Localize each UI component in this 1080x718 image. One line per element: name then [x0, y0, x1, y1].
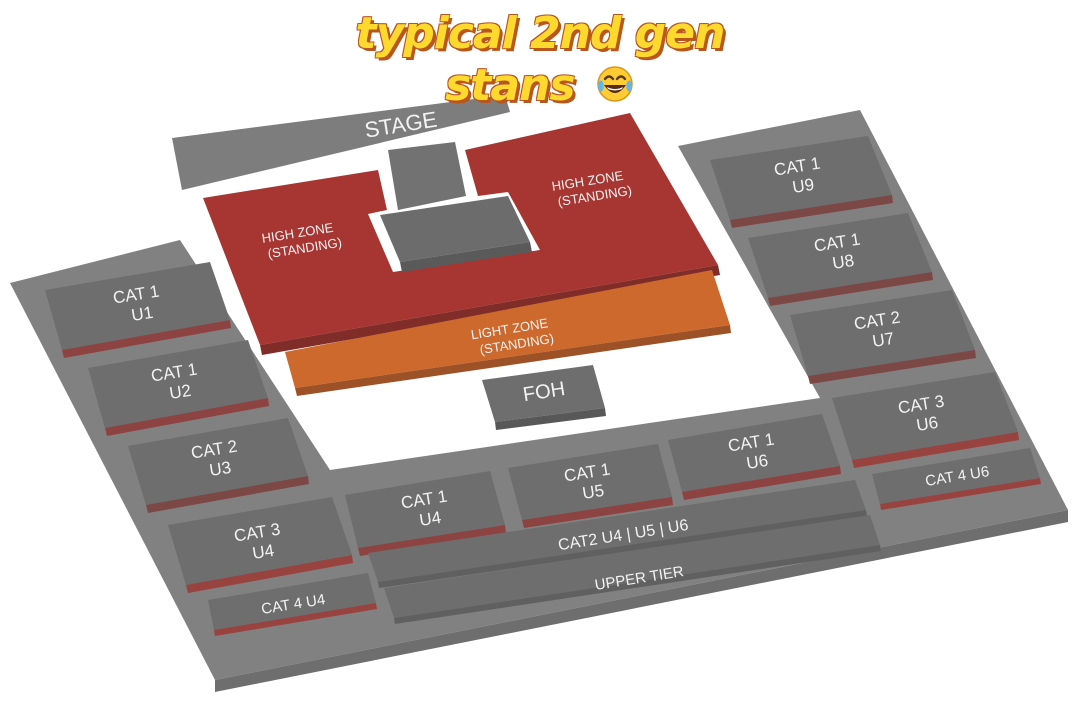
stage-block	[172, 95, 510, 190]
svg-text:CAT 2U7: CAT 2U7	[853, 308, 905, 354]
high-zone-area	[203, 113, 718, 345]
section-cat1-u8[interactable]: CAT 1U8	[748, 213, 933, 306]
high-zone-edge	[260, 265, 720, 355]
runway-stem	[388, 142, 466, 210]
section-cat3-u4[interactable]: CAT 3U4	[168, 497, 353, 593]
section-cat1-u1[interactable]: CAT 1U1	[45, 262, 231, 358]
meme-caption-line2-text: stans	[445, 60, 575, 111]
foh-block-edge	[495, 408, 606, 430]
section-cat2-u7[interactable]: CAT 2U7	[790, 290, 976, 384]
section-cat4-u4[interactable]: CAT 4 U4	[208, 573, 377, 636]
laughing-with-tears-emoji-icon	[597, 66, 633, 102]
meme-caption-line2: stans	[0, 60, 1080, 112]
foh-block	[482, 365, 605, 422]
section-cat1-u2[interactable]: CAT 1U2	[88, 340, 269, 436]
venue-frame-edge	[215, 510, 1068, 692]
section-cat1-u6[interactable]: CAT 1U6	[668, 414, 841, 500]
light-zone-area	[285, 270, 730, 388]
runway-platform-edge	[400, 242, 532, 272]
meme-caption-line1: typical 2nd gen	[355, 8, 726, 59]
section-cat1-u5[interactable]: CAT 1U5	[508, 444, 673, 528]
runway-platform	[380, 196, 530, 262]
light-zone-edge	[295, 325, 731, 396]
section-cat4-u6[interactable]: CAT 4 U6	[872, 448, 1041, 510]
section-cat3-u6[interactable]: CAT 3U6	[832, 372, 1019, 468]
section-cat2-u3[interactable]: CAT 2U3	[128, 418, 309, 513]
section-cat2-u4-u5-u6[interactable]: CAT2 U4 | U5 | U6	[368, 480, 867, 588]
section-cat1-u9[interactable]: CAT 1U9	[710, 136, 893, 228]
section-cat1-u4[interactable]: CAT 1U4	[345, 471, 506, 556]
